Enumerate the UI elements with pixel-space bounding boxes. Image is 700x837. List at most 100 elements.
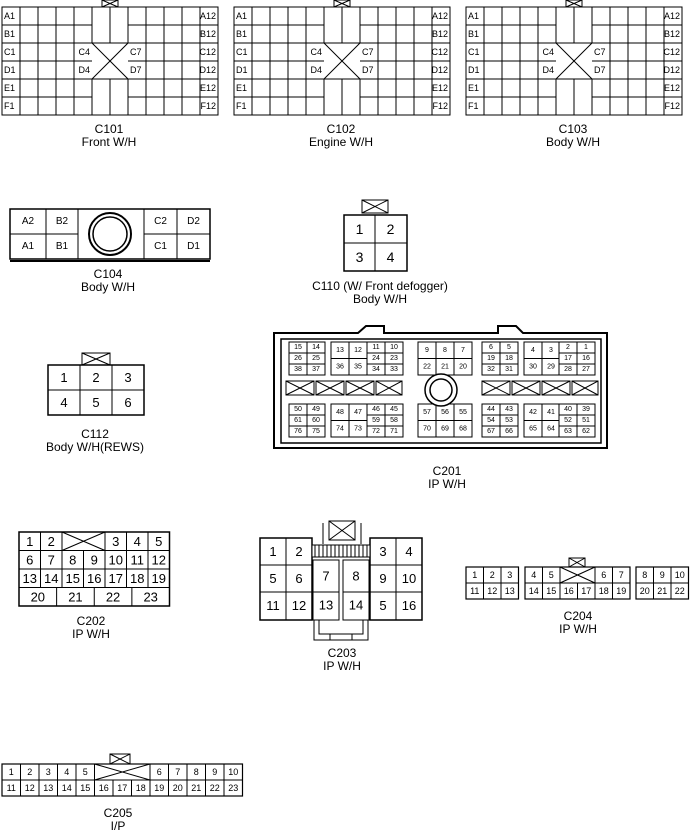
c110-pin-label: 1 (356, 221, 364, 237)
c203-bottom-latch (313, 620, 369, 641)
c101-lock-d2 (101, 0, 119, 8)
c202-pin-label: 3 (112, 534, 119, 549)
c205-pin-label: 7 (175, 767, 180, 777)
c101-pin-label: C4 (78, 47, 90, 57)
c101-pin-label: D4 (78, 65, 90, 75)
c204-pin-label: 5 (549, 570, 554, 580)
c102-pin-label: C1 (236, 47, 248, 57)
c101-pin-label: B1 (4, 29, 15, 39)
c101-pin-label: B12 (200, 29, 216, 39)
c202-pin-label: 2 (48, 534, 55, 549)
c205-pin-label: 20 (173, 783, 183, 793)
c202-pin-label: 11 (131, 552, 145, 567)
c203-pin-8-cell (342, 559, 370, 593)
c201-pin-label: 33 (390, 366, 398, 373)
c204-pin-label: 18 (599, 586, 609, 596)
c104-pin-label: A2 (22, 216, 35, 227)
c103-pin-label: C1 (468, 47, 480, 57)
c103-pin-label: C4 (542, 47, 554, 57)
c201-pin-label: 42 (529, 409, 537, 416)
c205-pin-label: 2 (27, 767, 32, 777)
c101-pin-label: E1 (4, 83, 15, 93)
c201-pin-cell (576, 425, 596, 438)
c101-pin-label: C12 (199, 47, 216, 57)
c201-pin-label: 50 (294, 406, 302, 413)
c201-cavity-7-d2 (571, 380, 599, 396)
c201-pin-cell (306, 363, 326, 376)
c204-pin-label: 8 (642, 570, 647, 580)
c102-cross-b (323, 42, 361, 80)
c201-pin-label: 64 (547, 425, 555, 432)
c103-pin-label: E1 (468, 83, 479, 93)
c205-pin-label: 3 (46, 767, 51, 777)
c104-pin-label: B2 (56, 216, 69, 227)
c201-pin-label: 70 (423, 425, 431, 432)
c201-pin-label: 1 (584, 344, 588, 351)
c201-pin-label: 55 (459, 409, 467, 416)
c201-pin-label: 13 (336, 347, 344, 354)
c201-pin-label: 36 (336, 363, 344, 370)
c101-pin-label: D7 (130, 65, 142, 75)
c101-pin-label: A1 (4, 11, 15, 21)
c202-pin-label: 10 (109, 552, 123, 567)
c202-pin-label: 22 (106, 589, 120, 604)
c202-pin-label: 6 (26, 552, 33, 567)
c102-pin-label: A12 (432, 11, 448, 21)
c201-pin-label: 47 (354, 409, 362, 416)
c201-pin-label: 41 (547, 409, 555, 416)
c101-cross-b (91, 42, 129, 80)
c201-pin-cell (384, 363, 404, 376)
c101-pin-label: F12 (200, 101, 216, 111)
c201-pin-label: 65 (529, 425, 537, 432)
c102-pin-label: D1 (236, 65, 248, 75)
c203-lock-guide (322, 523, 362, 544)
c205-pin-label: 5 (83, 767, 88, 777)
c203-pin-14-cell (342, 591, 370, 621)
c205-pin-label: 23 (228, 783, 238, 793)
c201-pin-label: 69 (441, 425, 449, 432)
c203-pin-label: 16 (402, 598, 416, 613)
c204-pin-label: 19 (616, 586, 626, 596)
c201-center-ring-inner (429, 378, 453, 402)
c205-pin-label: 15 (80, 783, 90, 793)
c202-pin-label: 16 (87, 571, 101, 586)
c112-pin-label: 3 (124, 370, 131, 385)
c102-pin-label: D7 (362, 65, 374, 75)
c201-pin-label: 11 (372, 344, 379, 351)
c204-pin-label: 10 (675, 570, 685, 580)
c201-pin-label: 61 (294, 417, 302, 424)
c201-pin-label: 25 (312, 355, 320, 362)
c205-pin-label: 18 (136, 783, 146, 793)
c110-pin-label: 2 (387, 221, 395, 237)
c201-pin-label: 74 (336, 425, 344, 432)
c204-pin-label: 11 (470, 586, 479, 596)
c101-pin-label: A12 (200, 11, 216, 21)
c112-pin-label: 5 (92, 395, 99, 410)
c203-pin-label: 4 (405, 544, 412, 559)
c201-cavity-2-d2 (345, 380, 375, 396)
c204-pin-label: 12 (487, 586, 497, 596)
c201-pin-label: 23 (390, 355, 398, 362)
c201-pin-label: 49 (312, 406, 320, 413)
c202-pin-label: 20 (31, 589, 45, 604)
c201-pin-label: 71 (390, 428, 398, 435)
c205-pin-label: 21 (191, 783, 201, 793)
c202-pin-label: 18 (130, 571, 144, 586)
c101-pin-label: C7 (130, 47, 142, 57)
c103-lock-d2 (565, 0, 583, 8)
c102-pin-label: D4 (310, 65, 322, 75)
c202-pin-label: 9 (91, 552, 98, 567)
c201-pin-label: 75 (312, 428, 320, 435)
c203-pin-label: 1 (269, 544, 276, 559)
c201-pin-label: 34 (372, 366, 380, 373)
c201-pin-label: 35 (354, 363, 362, 370)
c112-pin-label: 1 (60, 370, 67, 385)
c205-pin-label: 4 (64, 767, 69, 777)
c103-pin-label: D4 (542, 65, 554, 75)
c102-pin-label: C12 (431, 47, 448, 57)
c201-cavity-6-d2 (541, 380, 571, 396)
c201-pin-label: 14 (312, 344, 320, 351)
c201-pin-label: 18 (505, 355, 513, 362)
